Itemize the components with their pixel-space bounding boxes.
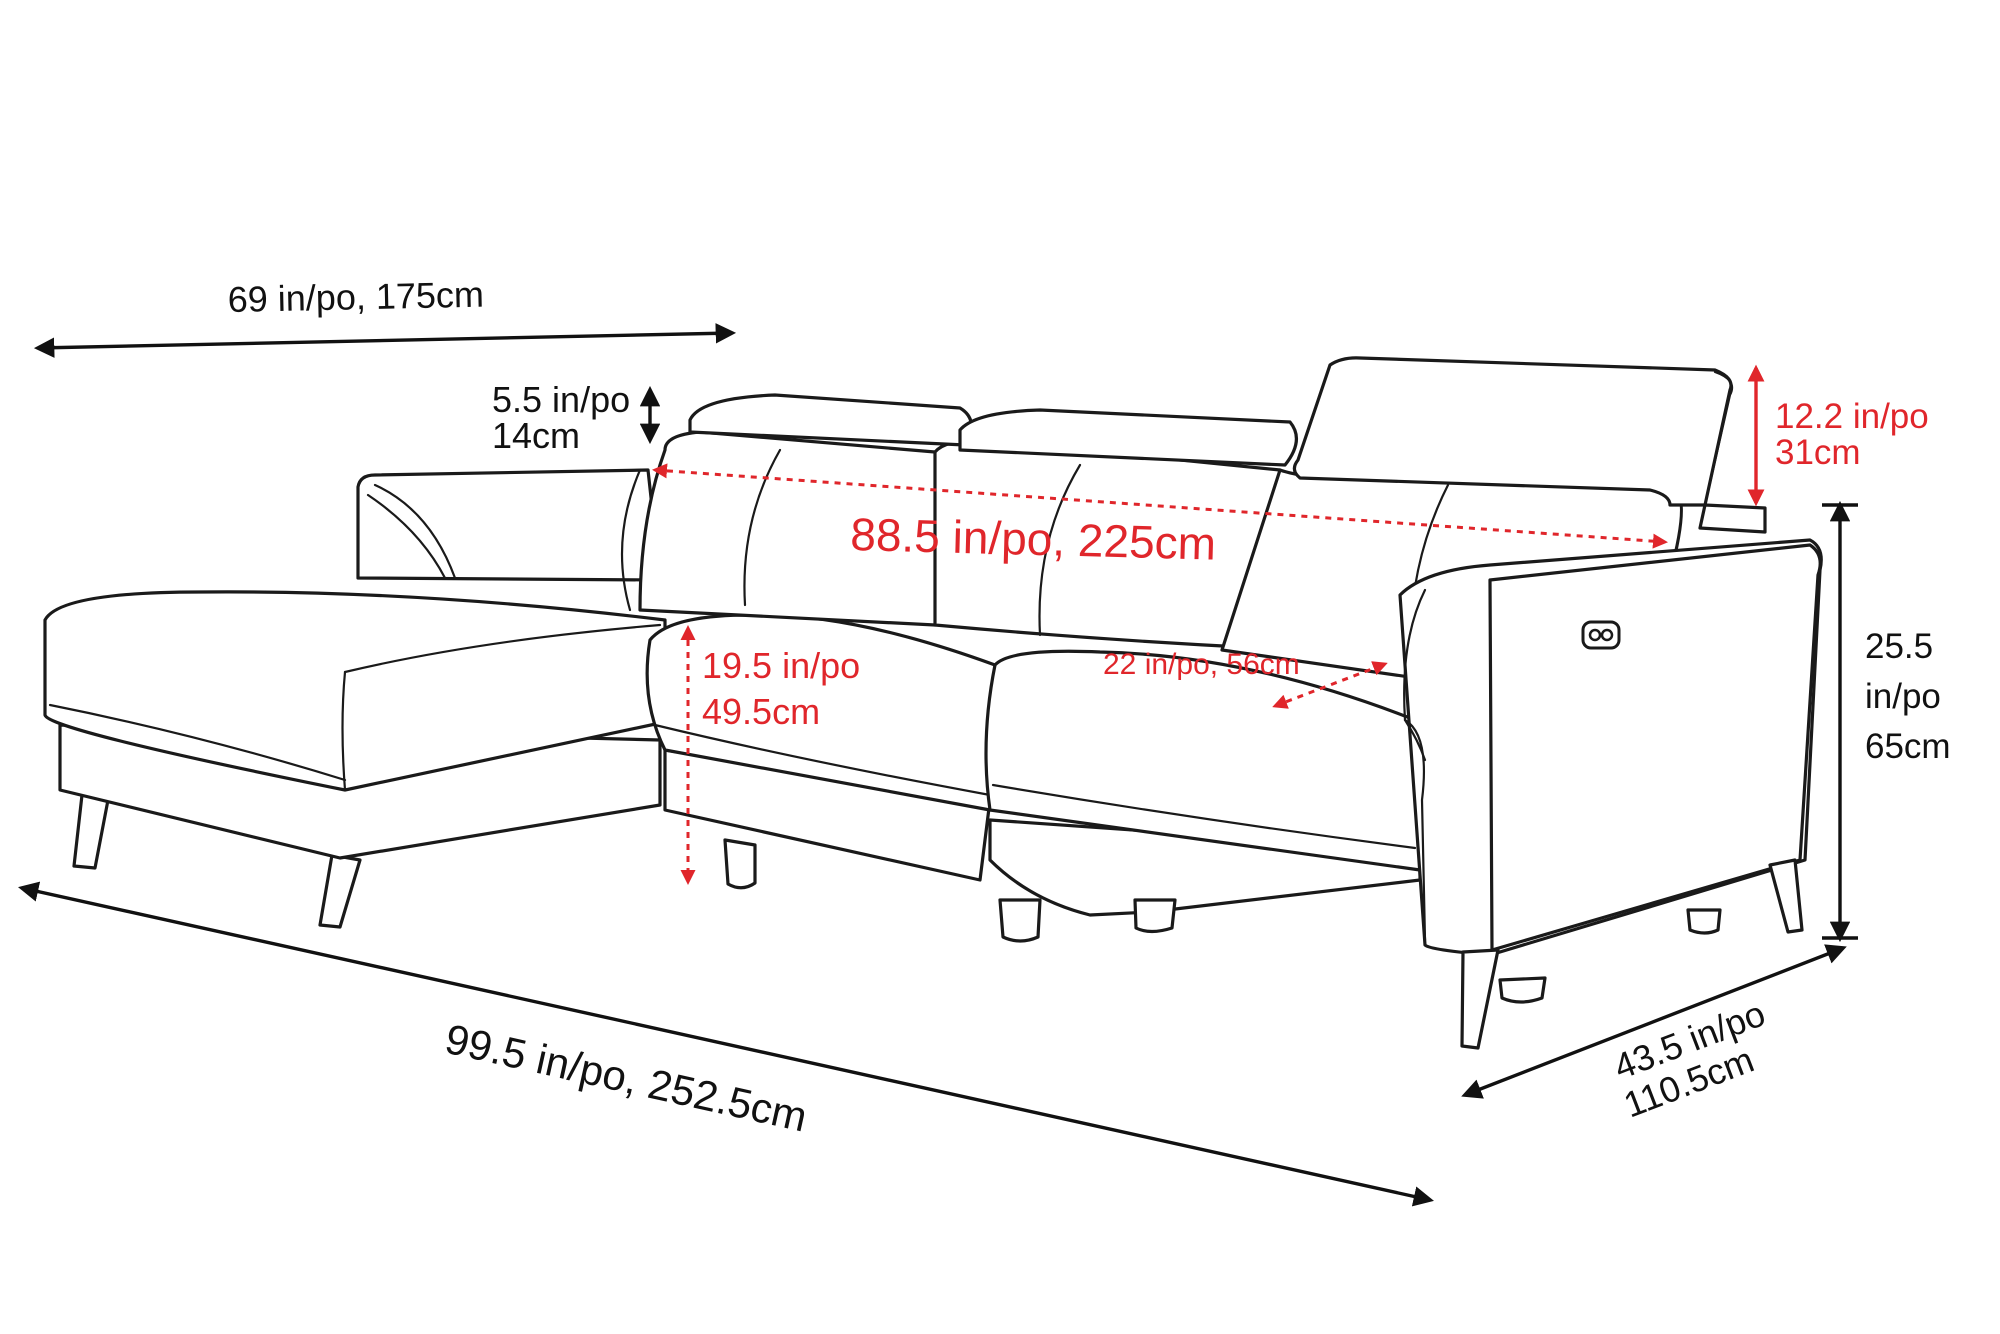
middle-foot-2 — [998, 898, 1042, 943]
overall-height-label-3: 65cm — [1865, 727, 1951, 766]
chaise-width-label: 69 in/po, 175cm — [227, 274, 484, 320]
right-foot-3 — [1686, 908, 1722, 935]
overall-height-label-2: in/po — [1865, 677, 1941, 716]
overall-height-label-1: 25.5 — [1865, 627, 1933, 666]
right-foot-2 — [1498, 976, 1547, 1004]
headrest-middle — [958, 408, 1298, 467]
back-width-label: 88.5 in/po, 225cm — [850, 508, 1217, 570]
headrest-lift-in-label: 5.5 in/po — [492, 379, 630, 420]
headrest-height-cm-label: 31cm — [1775, 433, 1861, 472]
chaise-leg-front — [72, 793, 110, 870]
chaise-width-arrow — [33, 323, 737, 358]
black-dimension-lines — [18, 323, 1858, 1207]
chaise-left-back — [356, 468, 662, 582]
red-dimension-lines — [652, 364, 1765, 885]
seat-height-cm-label: 49.5cm — [702, 691, 820, 732]
total-length-label: 99.5 in/po, 252.5cm — [441, 1015, 811, 1141]
headrest-lift-cm-label: 14cm — [492, 415, 580, 456]
depth-arrow — [1461, 944, 1847, 1099]
seat-depth-label: 22 in/po, 56cm — [1103, 648, 1300, 681]
middle-seat-cushion — [645, 613, 997, 812]
seat-depth-arrow — [1272, 661, 1388, 709]
seat-height-in-label: 19.5 in/po — [702, 645, 860, 686]
back-width-arrow — [652, 463, 1668, 549]
total-length-arrow — [18, 881, 1434, 1207]
arm-leg-front — [1460, 948, 1500, 1050]
arm-leg-back — [1768, 858, 1804, 934]
right-foot-1 — [1133, 898, 1177, 934]
right-arm-panel — [1488, 543, 1822, 952]
middle-foot-1 — [723, 838, 757, 890]
power-recline-button-icon — [1581, 620, 1621, 650]
chaise-leg-back — [318, 853, 362, 929]
headrest-stem — [1698, 503, 1767, 534]
sofa-drawing — [43, 356, 1823, 1050]
headrest-height-in-label: 12.2 in/po — [1775, 397, 1929, 436]
